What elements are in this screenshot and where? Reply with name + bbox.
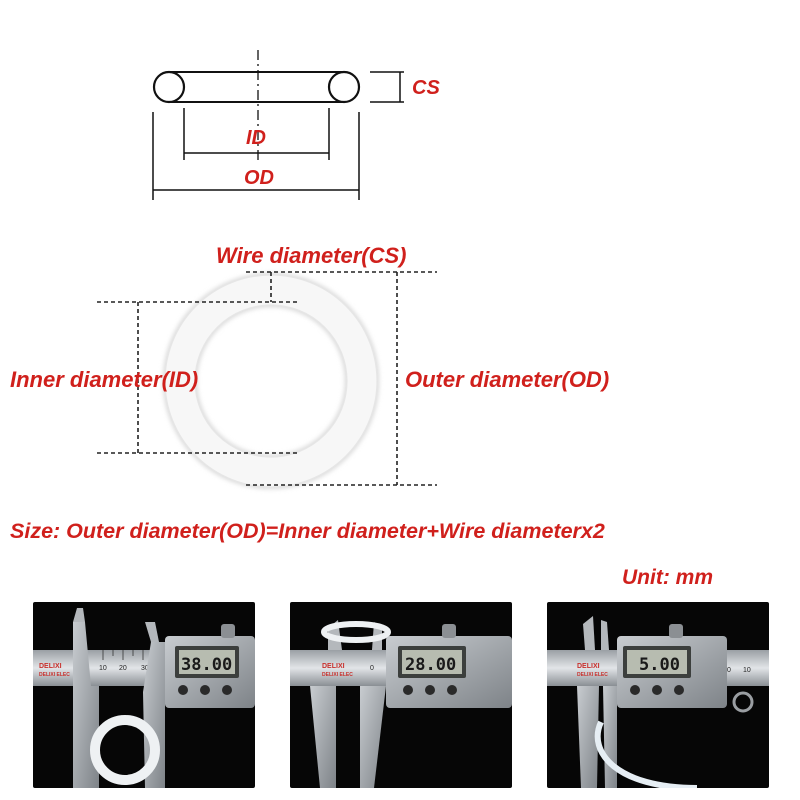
size-formula: Size: Outer diameter(OD)=Inner diameter+… [10,519,605,543]
caliper-reading-2: 28.00 [405,655,456,675]
caliper-brand-2: DELIXI [322,663,345,670]
id-label: ID [246,127,266,149]
o-ring-image [165,275,377,487]
caliper-reading-1: 38.00 [181,655,232,675]
scale-label-1c: 30 [141,665,149,672]
od-label: OD [244,167,274,189]
scale-label-2a: 0 [370,665,374,672]
caliper-photo-3: DELIXI DELIXI ELEC 0 10 5.00 [547,602,769,788]
caliper-photo-1: DELIXI DELIXI ELEC 10 20 30 38.00 [33,602,255,788]
ring-diagram [97,271,437,489]
measured-ring-1 [90,715,160,785]
outer-diameter-label: Outer diameter(OD) [405,367,610,392]
cs-label: CS [412,77,440,99]
caliper-photo-2: DELIXI DELIXI ELEC 0 10 28.00 [290,602,512,788]
caliper-brand-1: DELIXI [39,663,62,670]
caliper-subtitle-1: DELIXI ELEC [39,672,70,678]
caliper-brand-3: DELIXI [577,663,600,670]
inner-diameter-label: Inner diameter(ID) [10,367,199,392]
scale-label-1b: 20 [119,665,127,672]
scale-label-3a: 0 [727,667,731,674]
caliper-subtitle-2: DELIXI ELEC [322,672,353,678]
scale-label-3b: 10 [743,667,751,674]
caliper-reading-3: 5.00 [639,655,680,675]
scale-label-1a: 10 [99,665,107,672]
cross-section-diagram [152,50,404,200]
measured-ring-3 [594,720,698,788]
measured-ring-2 [321,621,391,643]
wire-diameter-label: Wire diameter(CS) [216,243,407,268]
unit-label: Unit: mm [622,566,713,589]
caliper-subtitle-3: DELIXI ELEC [577,672,608,678]
